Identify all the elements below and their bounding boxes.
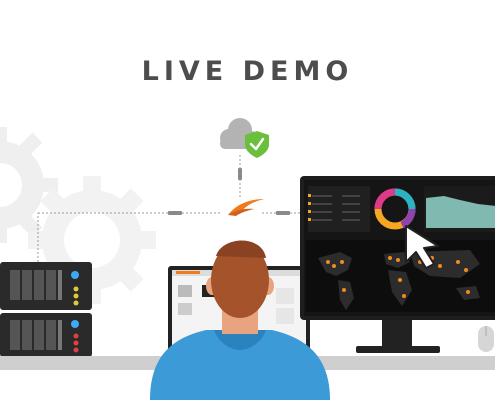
server-icon xyxy=(0,313,92,357)
page-title: LIVE DEMO xyxy=(141,56,354,87)
mouse-icon xyxy=(478,326,494,352)
cursor-arrow-icon xyxy=(405,225,439,269)
gear-icon xyxy=(0,127,58,243)
person xyxy=(150,240,330,400)
shield-check-icon xyxy=(245,131,269,158)
donut-chart xyxy=(374,188,416,230)
orange-swoosh-logo xyxy=(228,199,264,216)
server-icon xyxy=(0,262,92,310)
monitor xyxy=(300,176,495,353)
connector-plugs xyxy=(168,168,290,215)
